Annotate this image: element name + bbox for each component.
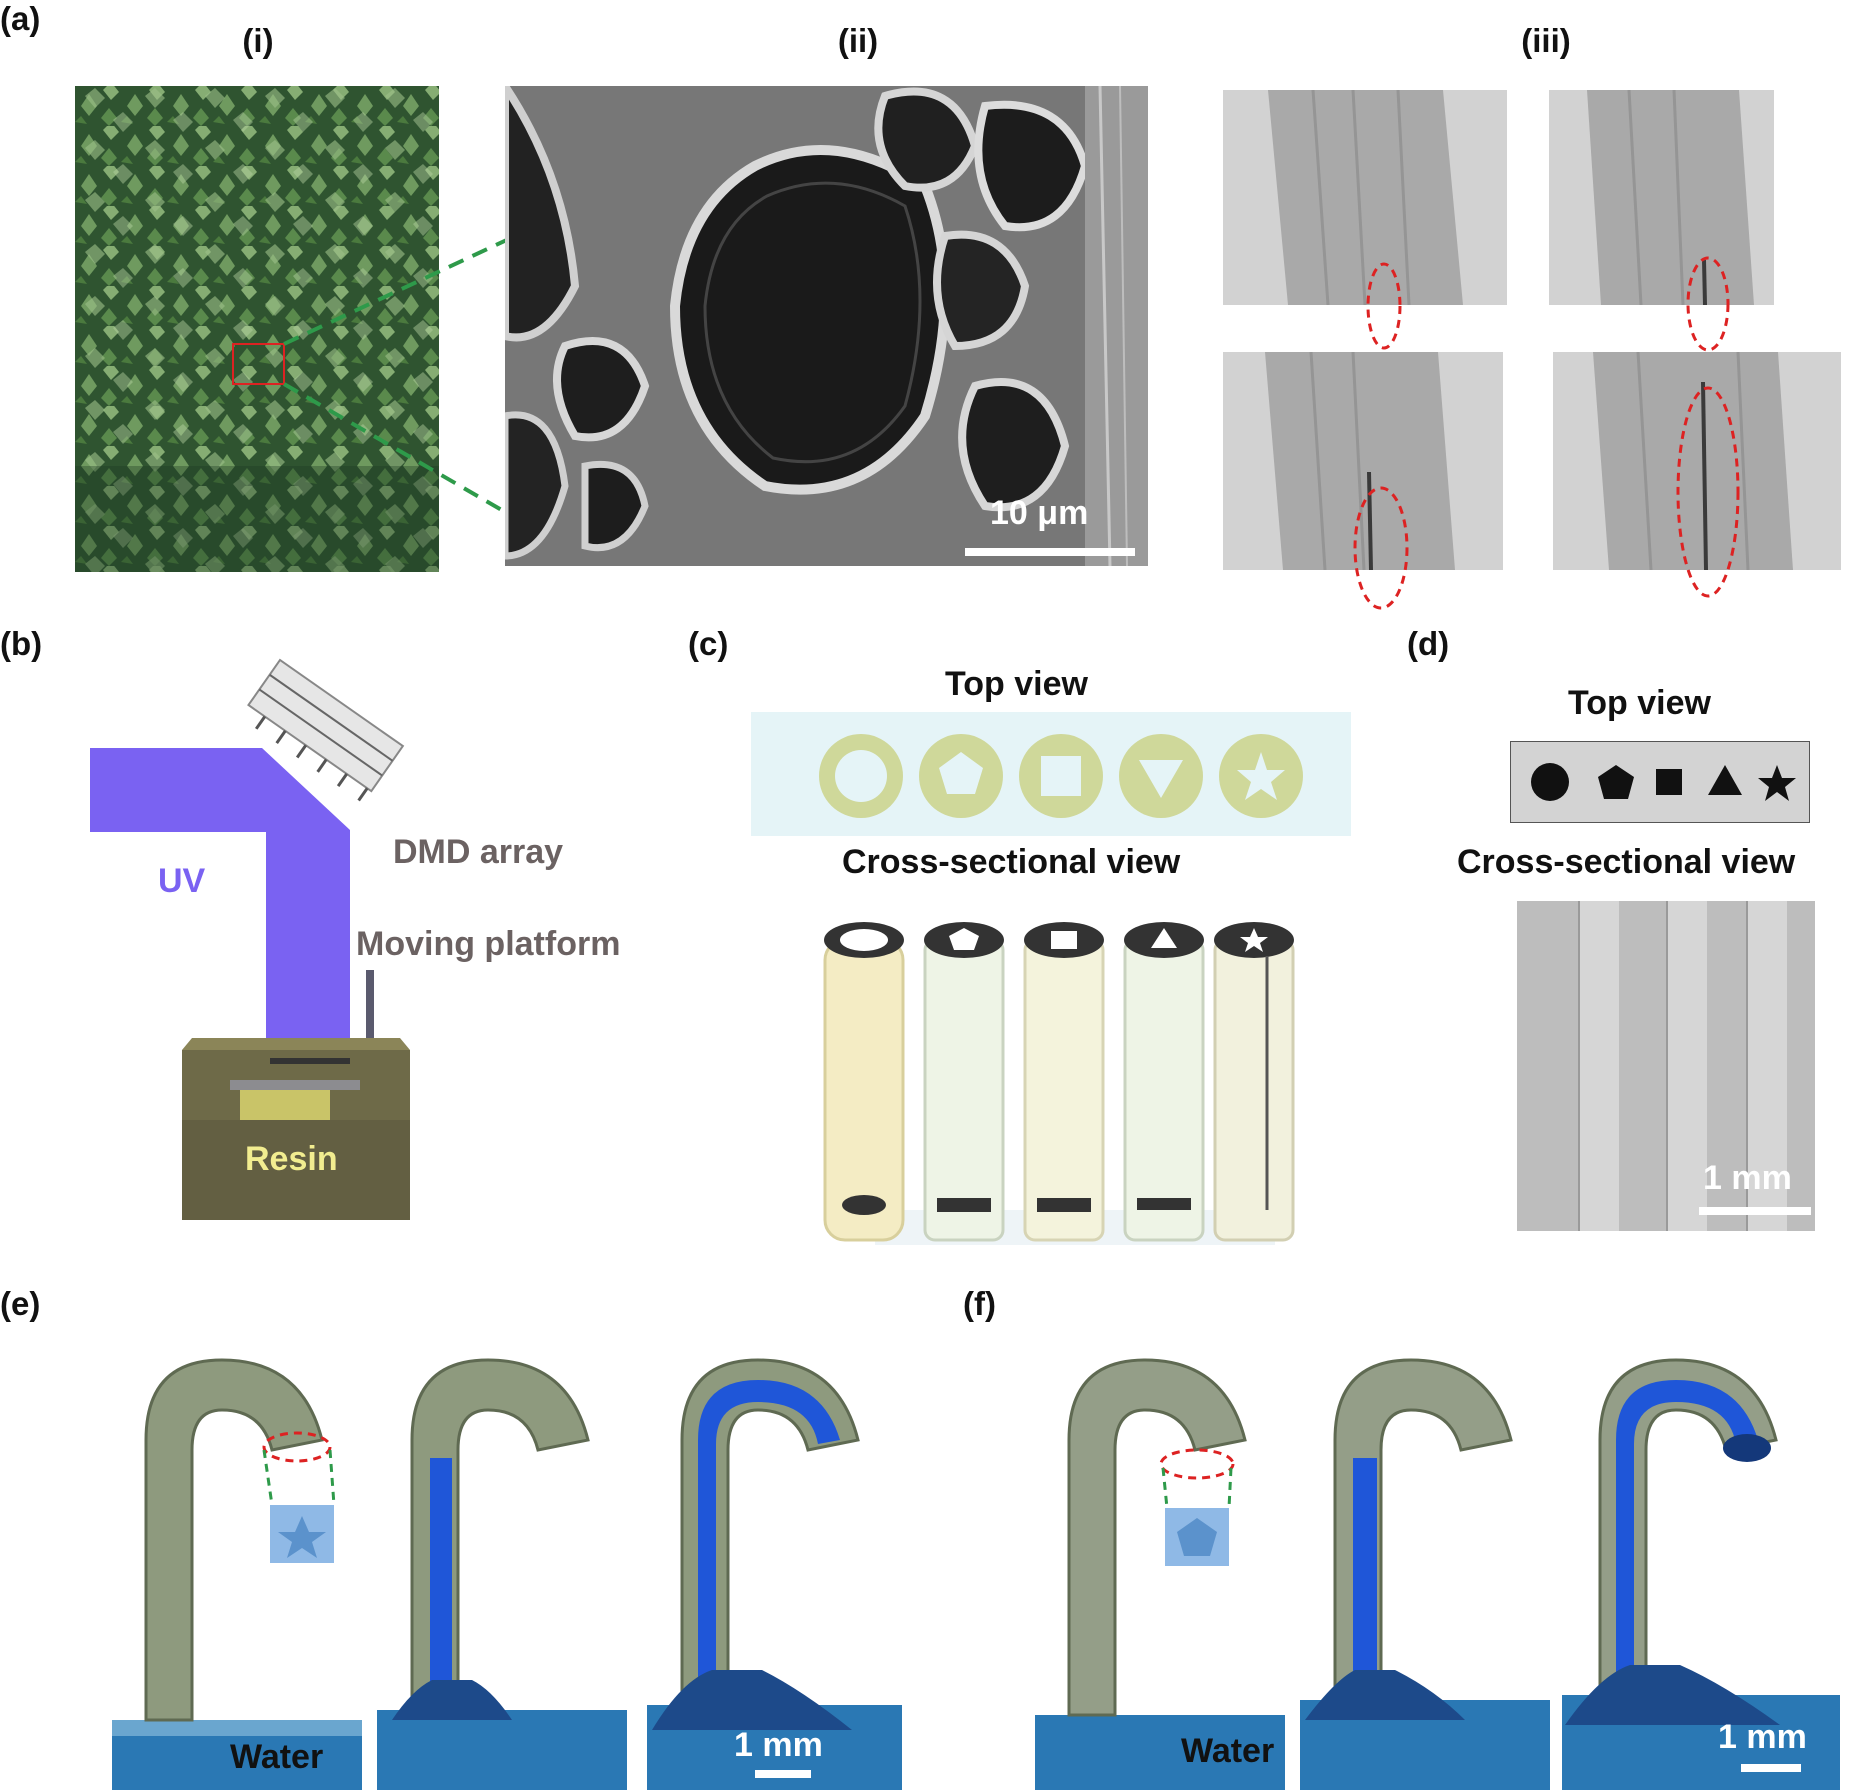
moving-platform-label: Moving platform	[356, 925, 621, 963]
ct-image-1	[1223, 90, 1507, 305]
ivy-photo	[75, 86, 439, 572]
top-view-ct	[1510, 741, 1810, 823]
panel-b-label: (b)	[0, 625, 43, 662]
dmd-array-label: DMD array	[393, 833, 564, 871]
hook-water-sequence-pentagon: Water 1 mm	[1035, 1340, 1840, 1790]
panel-e-scale-label: 1 mm	[734, 1726, 823, 1764]
resin-label: Resin	[245, 1140, 338, 1178]
ct-image-3	[1223, 352, 1503, 570]
panel-f-label: (f)	[963, 1285, 996, 1322]
ct-image-4	[1553, 352, 1841, 570]
sem-image: 10 μm	[505, 86, 1148, 566]
panel-d-top-view-title: Top view	[1568, 684, 1711, 722]
panel-e-water-label: Water	[230, 1738, 324, 1776]
uv-label: UV	[158, 862, 206, 900]
panel-a-iii-label: (iii)	[1521, 22, 1571, 59]
panel-a-label: (a)	[0, 0, 41, 37]
panel-c-top-view-title: Top view	[945, 665, 1088, 703]
sem-scale-label: 10 μm	[990, 494, 1089, 532]
ct-image-2	[1549, 90, 1774, 305]
panel-a-i-label: (i)	[242, 22, 274, 59]
panel-c-label: (c)	[688, 625, 729, 662]
panel-d-label: (d)	[1407, 625, 1450, 662]
panel-e-label: (e)	[0, 1285, 41, 1322]
panel-f-scale-label: 1 mm	[1718, 1718, 1807, 1756]
panel-a-ii-label: (ii)	[837, 22, 879, 59]
cross-section-ct: 1 mm	[1517, 901, 1815, 1231]
panel-d-cross-view-title: Cross-sectional view	[1457, 843, 1796, 881]
hook-water-sequence-star: Water 1 mm	[112, 1340, 902, 1790]
cross-section-tubes	[815, 910, 1315, 1245]
panel-e-scale-bar	[755, 1770, 811, 1778]
top-view-shapes	[751, 712, 1351, 836]
panel-f-scale-bar	[1741, 1764, 1801, 1772]
panel-d-scale-label: 1 mm	[1703, 1159, 1792, 1197]
panel-d-scale-bar	[1699, 1207, 1811, 1215]
printer-schematic: UV DMD array Moving platform Resin	[80, 650, 680, 1230]
sem-scale-bar	[965, 548, 1135, 556]
panel-c-cross-view-title: Cross-sectional view	[842, 843, 1181, 881]
panel-f-water-label: Water	[1181, 1732, 1275, 1770]
